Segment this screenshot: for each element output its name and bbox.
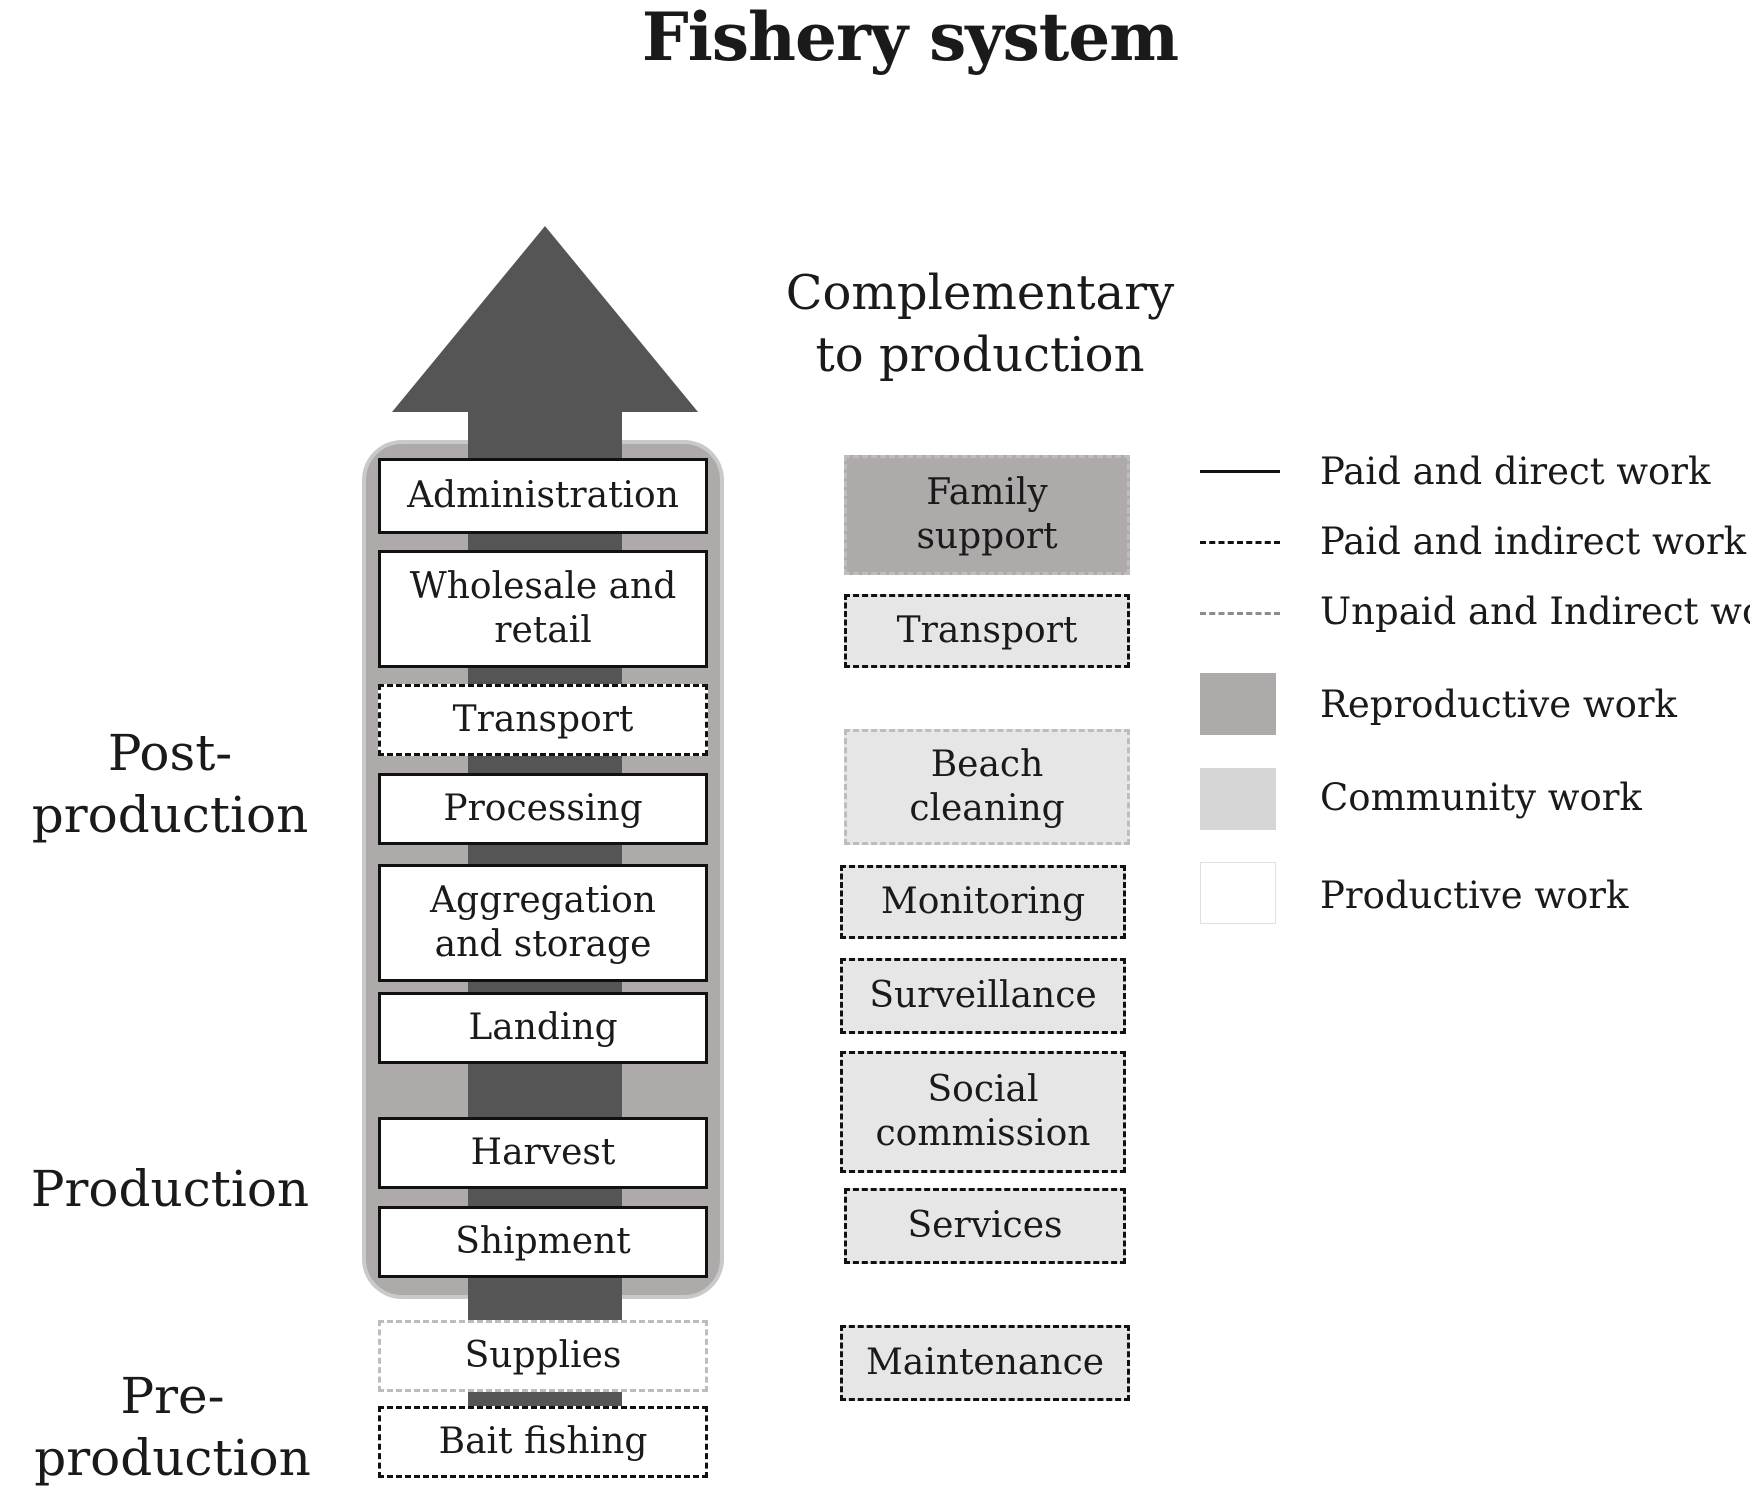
legend-label-community: Community work (1320, 776, 1642, 819)
diagram-title: Fishery system (641, 0, 1179, 76)
chain-box-transport: Transport (378, 684, 708, 756)
chain-box-harvest: Harvest (378, 1117, 708, 1189)
chain-box-processing: Processing (378, 773, 708, 845)
comp-box-maintenance: Maintenance (840, 1325, 1130, 1401)
stage-label-production: Production (30, 1160, 310, 1218)
legend-light-dashed-line (1200, 612, 1280, 615)
chain-box-landing: Landing (378, 992, 708, 1064)
legend-label-paid-indirect: Paid and indirect work (1320, 520, 1747, 563)
legend-solid-line (1200, 470, 1280, 473)
chain-box-supplies: Supplies (378, 1320, 708, 1392)
complementary-heading: Complementary to production (785, 265, 1175, 383)
comp-box-services: Services (844, 1188, 1126, 1264)
stage-label-pre-production: Pre-production (34, 1367, 311, 1487)
comp-box-monitoring: Monitoring (840, 865, 1126, 939)
chain-box-aggregation-storage: Aggregation and storage (378, 864, 708, 982)
chain-box-wholesale-retail: Wholesale and retail (378, 550, 708, 668)
comp-box-family-support: Family support (844, 455, 1130, 575)
comp-box-social-commission: Social commission (840, 1051, 1126, 1173)
legend-label-reproductive: Reproductive work (1320, 683, 1677, 726)
legend-label-paid-direct: Paid and direct work (1320, 450, 1711, 493)
chain-box-administration: Administration (378, 458, 708, 534)
comp-box-transport: Transport (844, 594, 1130, 668)
legend-swatch-reproductive (1200, 673, 1276, 735)
arrow-head (392, 226, 698, 412)
comp-box-surveillance: Surveillance (840, 958, 1126, 1034)
legend-swatch-productive (1200, 862, 1276, 924)
stage-label-post-production: Post-production (31, 724, 309, 844)
legend-dashed-line (1200, 541, 1280, 544)
comp-box-beach-cleaning: Beach cleaning (844, 729, 1130, 845)
legend-label-productive: Productive work (1320, 874, 1629, 917)
legend-swatch-community (1200, 768, 1276, 830)
legend-label-unpaid-indirect: Unpaid and Indirect work (1320, 590, 1750, 633)
chain-box-shipment: Shipment (378, 1206, 708, 1278)
chain-box-bait-fishing: Bait fishing (378, 1406, 708, 1478)
